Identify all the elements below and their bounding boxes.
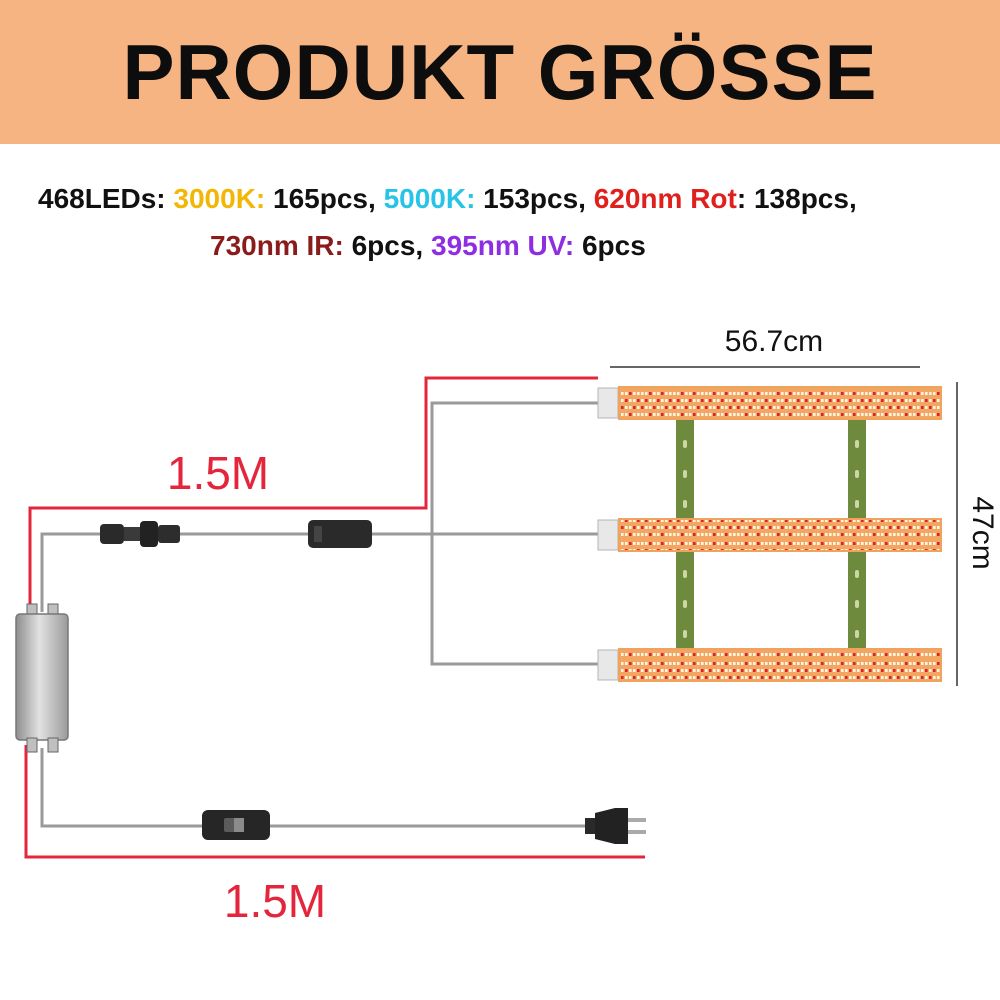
cable-length-bottom-measure bbox=[24, 745, 645, 859]
spec-730nm-value: 6pcs, bbox=[343, 230, 431, 261]
inline-connector bbox=[100, 521, 180, 547]
eu-plug-icon bbox=[585, 808, 646, 844]
spec-730nm-label: 730nm IR: bbox=[210, 230, 344, 261]
spec-5000k-label: 5000K: bbox=[383, 183, 476, 214]
led-bar-bottom bbox=[597, 648, 942, 682]
spec-620nm-label: 620nm Rot bbox=[593, 183, 737, 214]
led-driver bbox=[15, 603, 69, 753]
spec-395nm-value: 6pcs bbox=[574, 230, 646, 261]
rocker-switch bbox=[202, 810, 270, 840]
led-spec-line-1: 468LEDs: 3000K: 165pcs, 5000K: 153pcs, 6… bbox=[38, 183, 857, 215]
cable-length-bottom-label: 1.5M bbox=[224, 875, 326, 927]
cable-length-top-label: 1.5M bbox=[167, 447, 269, 499]
led-total: 468LEDs: bbox=[38, 183, 174, 214]
width-label: 56.7cm bbox=[725, 325, 823, 358]
spec-3000k-value: 165pcs, bbox=[265, 183, 384, 214]
spec-395nm-label: 395nm UV: bbox=[431, 230, 575, 261]
spec-620nm-value: : 138pcs, bbox=[736, 183, 857, 214]
cable-length-top-measure bbox=[28, 376, 598, 625]
height-label: 47cm bbox=[966, 496, 999, 569]
power-cables bbox=[40, 401, 602, 828]
spec-5000k-value: 153pcs, bbox=[475, 183, 594, 214]
led-bar-top bbox=[597, 386, 942, 420]
led-bar-middle bbox=[597, 518, 942, 552]
title-banner bbox=[0, 0, 1000, 144]
led-spec-line-2: 730nm IR: 6pcs, 395nm UV: 6pcs bbox=[210, 230, 646, 262]
spec-3000k-label: 3000K: bbox=[173, 183, 266, 214]
page-title: PRODUKT GRÖSSE bbox=[122, 27, 878, 116]
splitter-hub bbox=[308, 520, 372, 548]
